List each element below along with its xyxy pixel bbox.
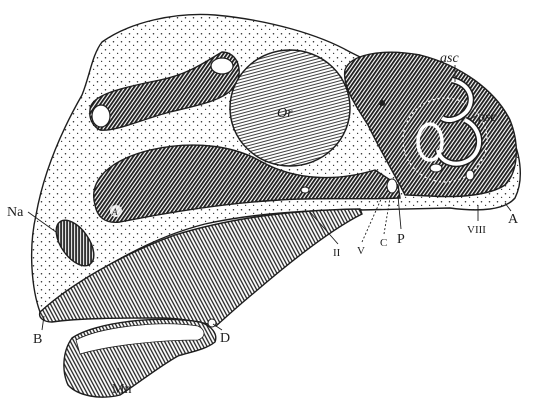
fenestra-left (92, 105, 110, 127)
label-mn: Mn (112, 382, 131, 397)
label-psc: psc (477, 110, 497, 125)
foramen-trigeminal (387, 179, 397, 193)
label-a: A (508, 212, 519, 227)
label-viii: VIII (467, 224, 486, 236)
label-c: C (380, 237, 387, 249)
label-v: V (357, 245, 365, 257)
label-p: P (397, 232, 405, 247)
joint-notch (208, 319, 216, 327)
foramen-otic (466, 170, 474, 180)
foramen-small (301, 187, 309, 193)
label-or: Or (277, 106, 293, 121)
label-ii: II (333, 247, 341, 259)
label-na: Na (7, 205, 24, 220)
label-d: D (220, 331, 230, 346)
canal-ampulla (430, 164, 442, 172)
label-b: B (33, 332, 42, 347)
label-a-inner: A (111, 207, 118, 217)
foramen-dot (379, 100, 385, 106)
fenestra-right (211, 58, 233, 74)
label-asc: asc (440, 51, 459, 66)
